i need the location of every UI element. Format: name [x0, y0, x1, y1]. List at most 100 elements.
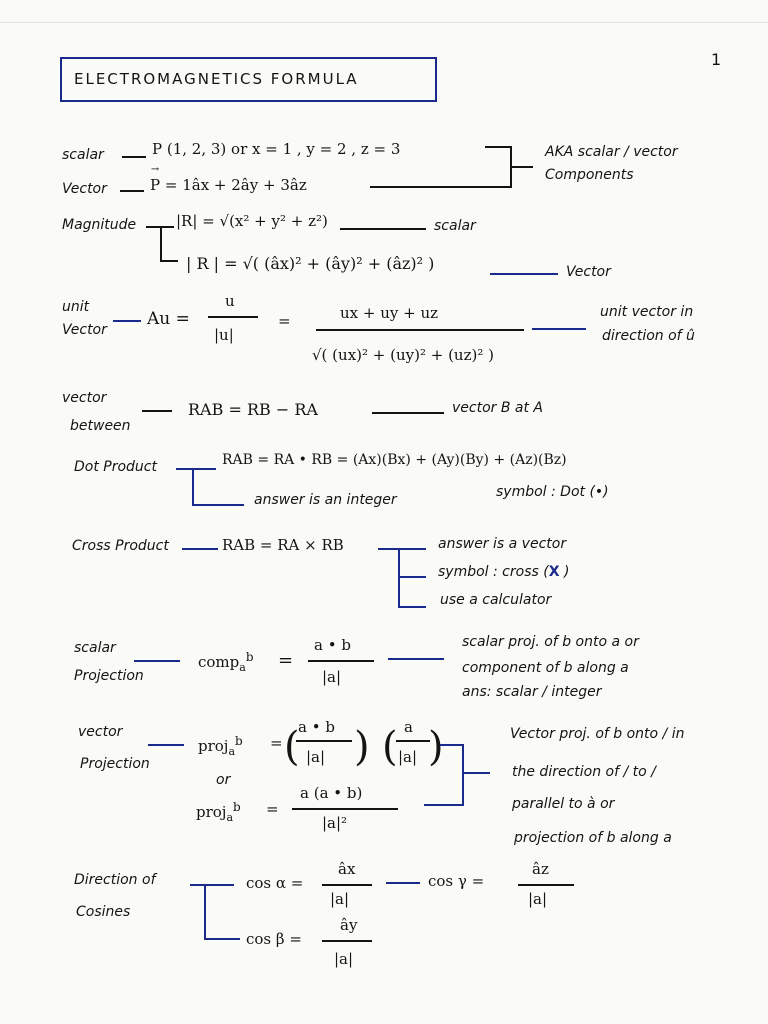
bracket-line	[204, 884, 206, 940]
unit-vector-label: unit	[62, 299, 90, 315]
vector-proj-note: projection of b along a	[514, 830, 672, 846]
scalar-proj-note: ans: scalar / integer	[462, 684, 602, 700]
connector-line	[372, 412, 444, 414]
cross-product-note: use a calculator	[440, 592, 552, 608]
bracket-line	[440, 744, 464, 746]
magnitude-vector-formula: | R | = √( (âx)² + (ây)² + (âz)² )	[186, 254, 435, 273]
fraction-bar	[208, 316, 258, 318]
bracket-line	[160, 260, 178, 262]
vector-proj-sub2: a	[226, 811, 234, 824]
connector-line	[134, 660, 180, 662]
connector-line	[120, 190, 144, 192]
bracket-line	[485, 146, 511, 148]
connector-line	[386, 882, 420, 884]
scalar-proj-den: |a|	[322, 668, 342, 686]
scalar-proj-note: component of b along a	[462, 660, 629, 676]
bracket-line	[192, 504, 244, 506]
bracket-line	[204, 938, 240, 940]
cross-product-note: answer is a vector	[438, 536, 567, 552]
vector-formula: = 1âx + 2ây + 3âz	[164, 176, 307, 194]
bracket-line	[424, 804, 464, 806]
connector-line	[182, 548, 218, 550]
paren-right: )	[354, 724, 370, 770]
paren-right: )	[428, 724, 444, 770]
dot-product-label: Dot Product	[74, 459, 157, 475]
vector-projection-label: Projection	[80, 756, 150, 772]
bracket-line	[398, 606, 426, 608]
vector-label: Vector	[62, 181, 107, 197]
cos-gamma-den: |a|	[528, 890, 548, 908]
cross-symbol: X	[548, 564, 560, 580]
fraction-bar	[292, 808, 398, 810]
scalar-proj-sub: a	[239, 661, 246, 674]
direction-cosines-label: Cosines	[76, 904, 131, 920]
bracket-line	[378, 548, 426, 550]
bracket-line	[464, 772, 490, 774]
vector-proj-sup2: b	[233, 800, 241, 814]
vector-proj-or: or	[216, 772, 231, 788]
cross-product-formula: RAB = RA × RB	[222, 536, 344, 554]
connector-line	[113, 320, 141, 322]
unit-vector-label: Vector	[62, 322, 107, 338]
unit-vector-num2: ux + uy + uz	[340, 304, 439, 322]
connector-line	[388, 658, 444, 660]
unit-vector-num1: u	[225, 292, 235, 310]
vector-proj-note: parallel to à or	[512, 796, 615, 812]
unit-vector-eq: =	[278, 312, 291, 330]
vector-proj-note: Vector proj. of b onto / in	[510, 726, 685, 742]
scalar-proj-num: a • b	[314, 636, 351, 654]
vector-between-note: vector B at A	[452, 400, 544, 416]
magnitude-scalar-formula: |R| = √(x² + y² + z²)	[176, 212, 328, 230]
vector-proj-f2-num: a	[404, 718, 413, 736]
cos-gamma-num: âz	[532, 860, 549, 878]
cross-product-label: Cross Product	[72, 538, 169, 554]
unit-vector-lhs: Au =	[147, 309, 190, 329]
fraction-bar	[316, 329, 524, 331]
fraction-bar	[518, 884, 574, 886]
scalar-formula: P (1, 2, 3) or x = 1 , y = 2 , z = 3	[152, 140, 401, 158]
page-title: ELECTROMAGNETICS FORMULA	[74, 70, 359, 88]
unit-vector-den1: |u|	[214, 326, 234, 344]
bracket-line	[398, 576, 426, 578]
dot-product-symbol-note: symbol : Dot (•)	[496, 484, 609, 500]
cos-alpha: cos α =	[246, 874, 304, 892]
vector-between-label: between	[70, 418, 131, 434]
cos-alpha-num: âx	[338, 860, 356, 878]
connector-line	[148, 744, 184, 746]
fraction-bar	[322, 884, 372, 886]
unit-vector-den2: √( (ux)² + (uy)² + (uz)² )	[312, 346, 494, 364]
vector-proj-eq: =	[270, 734, 283, 752]
connector-line	[122, 156, 146, 158]
bracket-line	[160, 226, 162, 262]
vector-proj-lhs2: proj	[196, 803, 227, 821]
scalar-proj-sup: b	[245, 650, 254, 664]
cos-beta-num: ây	[340, 916, 358, 934]
vector-proj-f2-den: |a|	[398, 748, 418, 766]
connector-line	[490, 273, 558, 275]
fraction-bar	[308, 660, 374, 662]
notebook-line	[0, 22, 768, 23]
fraction-bar	[296, 740, 352, 742]
dot-product-formula: RAB = RA • RB = (Ax)(Bx) + (Ay)(By) + (A…	[222, 452, 567, 468]
title-box: ELECTROMAGNETICS FORMULA	[60, 57, 437, 102]
scalar-projection-label: Projection	[74, 668, 144, 684]
vector-proj-sup: b	[235, 734, 243, 748]
magnitude-scalar-note: scalar	[434, 218, 476, 234]
vector-proj-f1-den: |a|	[306, 748, 326, 766]
unit-vector-note: direction of û	[602, 328, 695, 344]
vector-proj-f3-num: a (a • b)	[300, 784, 363, 802]
vector-proj-eq2: =	[266, 800, 279, 818]
vector-proj-note: the direction of / to /	[512, 764, 656, 780]
vector-projection-label: vector	[78, 724, 123, 740]
bracket-line	[190, 884, 234, 886]
vector-proj-sub: a	[228, 745, 236, 758]
scalar-label: scalar	[62, 147, 104, 163]
connector-line	[340, 228, 426, 230]
bracket-line	[176, 468, 216, 470]
fraction-bar	[396, 740, 430, 742]
cos-gamma: cos γ =	[428, 872, 485, 890]
cos-beta-den: |a|	[334, 950, 354, 968]
direction-cosines-label: Direction of	[74, 872, 156, 888]
vector-p-symbol: P	[150, 164, 160, 194]
connector-line	[532, 328, 586, 330]
